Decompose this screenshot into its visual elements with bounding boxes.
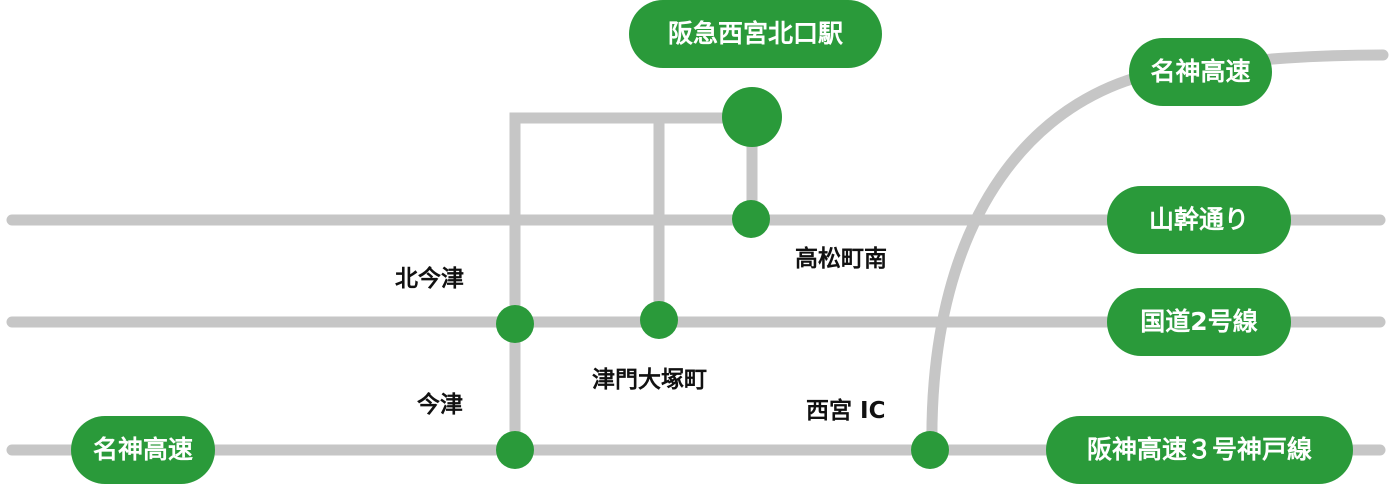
takamatsucho-minami-label: 高松町南 [795, 246, 887, 272]
nishinomiya-ic-label: 西宮 IC [806, 398, 886, 424]
meishin-expressway-label-left: 名神高速 [71, 416, 215, 484]
kita-imazu-node [496, 305, 534, 343]
connector-road-west [509, 112, 758, 456]
tsumon-otsukacho-node [640, 301, 678, 339]
kita-imazu-label: 北今津 [395, 266, 464, 292]
hankyu-station-node [722, 87, 782, 147]
tsumon-otsukacho-label: 津門大塚町 [592, 367, 707, 393]
meishin-expressway-road [926, 49, 1389, 456]
hankyu-nishinomiya-kitaguchi-station-label: 阪急西宮北口駅 [629, 0, 882, 68]
route-2-label: 国道2号線 [1107, 288, 1291, 356]
meishin-expressway-label-top: 名神高速 [1129, 38, 1272, 106]
imazu-node [496, 431, 534, 469]
takamatsucho-minami-node [732, 200, 770, 238]
nishinomiya-ic-node [911, 431, 949, 469]
imazu-label: 今津 [417, 392, 463, 418]
sankan-dori-label: 山幹通り [1107, 186, 1291, 254]
hanshin-expressway-kobe-line-label: 阪神高速３号神戸線 [1046, 416, 1353, 484]
